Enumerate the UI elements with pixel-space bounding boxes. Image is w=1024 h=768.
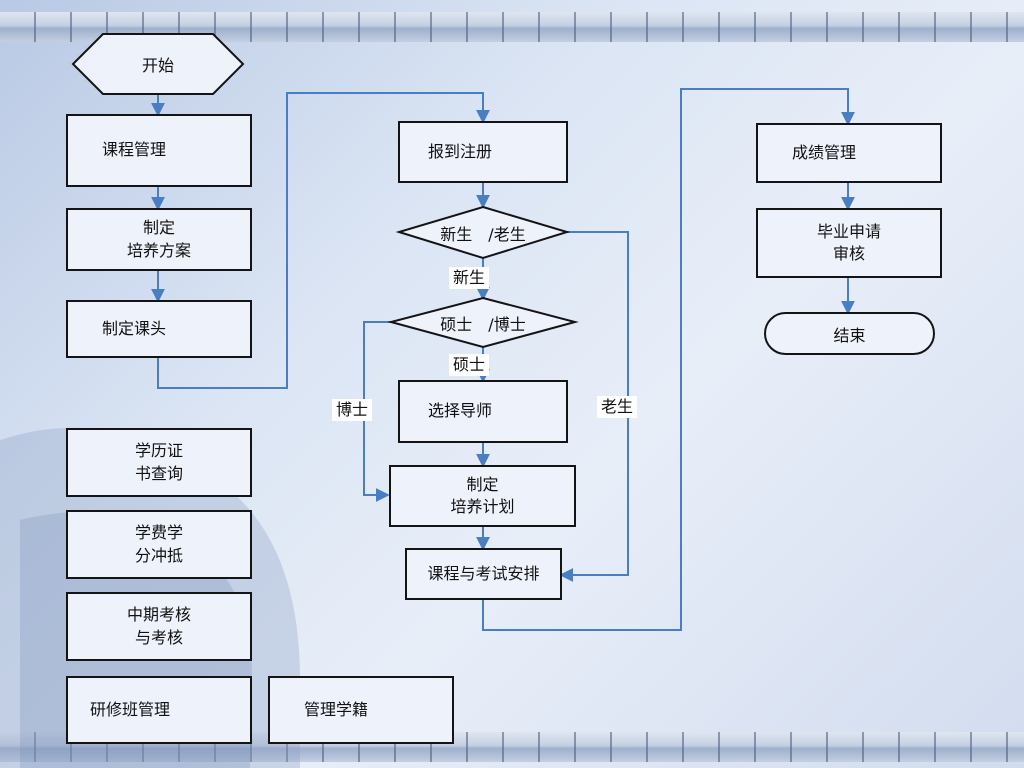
end-node: 结束 (833, 325, 866, 345)
start-node: 开始 (141, 56, 174, 75)
student-status-management-box: 管理学籍 (268, 676, 454, 744)
edge-label-master: 硕士 (449, 354, 490, 376)
master-phd-decision: 硕士 /博士 (440, 314, 526, 334)
tuition-credit-offset-box: 学费学 分冲抵 (66, 510, 252, 579)
training-class-management-box: 研修班管理 (66, 676, 252, 744)
edge-label-old: 老生 (597, 396, 638, 418)
graduation-review-box: 毕业申请 审核 (756, 208, 942, 278)
end-shape (764, 312, 935, 355)
degree-certificate-query-box: 学历证 书查询 (66, 428, 252, 497)
grades-management-box: 成绩管理 (756, 123, 942, 183)
new-old-decision-shape (395, 205, 571, 260)
edge-label-phd: 博士 (332, 399, 373, 421)
course-head-box: 制定课头 (66, 300, 252, 358)
connectors (151, 88, 855, 631)
connector-exam-to-grades (482, 88, 855, 631)
training-plan-box: 制定 培养方案 (66, 208, 252, 271)
registration-box: 报到注册 (398, 121, 568, 183)
training-plan-detail-box: 制定 培养计划 (389, 465, 576, 527)
edge-label-new: 新生 (449, 267, 490, 289)
course-management-box: 课程管理 (66, 114, 252, 187)
course-exam-schedule-box: 课程与考试安排 (405, 548, 562, 600)
midterm-assessment-box: 中期考核 与考核 (66, 592, 252, 661)
connector-coursehead-to-register (157, 92, 490, 389)
choose-advisor-box: 选择导师 (398, 380, 568, 443)
master-phd-decision-shape (387, 296, 579, 349)
start-shape (71, 33, 245, 95)
new-old-decision: 新生 /老生 (440, 224, 526, 244)
